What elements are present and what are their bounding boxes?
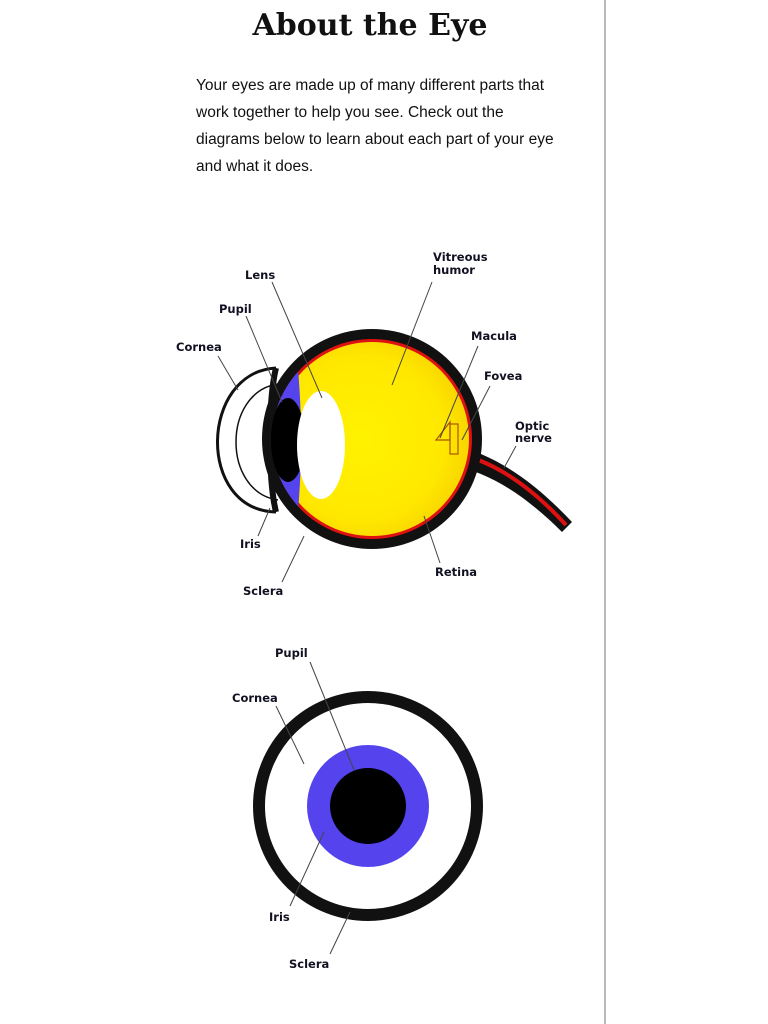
label-cornea: Cornea — [176, 340, 222, 354]
label-iris: Iris — [240, 537, 261, 551]
front-label-iris: Iris — [269, 910, 290, 924]
front-view-diagram: Pupil Cornea Iris Sclera — [232, 646, 483, 971]
leader-vitreous — [391, 281, 433, 386]
leader-retina — [423, 515, 441, 564]
front-leader-iris — [289, 831, 325, 907]
label-lens: Lens — [245, 268, 275, 282]
leader-fovea — [461, 385, 491, 441]
front-label-cornea: Cornea — [232, 691, 278, 705]
label-vitreous-1: Vitreous — [433, 250, 488, 264]
cornea-inner-line — [235, 383, 279, 501]
intro-paragraph: Your eyes are made up of many different … — [196, 77, 554, 175]
front-leader-cornea — [275, 705, 305, 765]
label-vitreous-2: humor — [433, 263, 475, 277]
label-sclera: Sclera — [243, 584, 283, 598]
leader-iris — [257, 507, 271, 537]
front-leader-pupil — [309, 661, 355, 771]
label-pupil: Pupil — [219, 302, 252, 316]
front-pupil — [330, 768, 406, 844]
label-optic-1: Optic — [515, 419, 549, 433]
label-retina: Retina — [435, 565, 477, 579]
cornea-shape — [216, 366, 277, 514]
page-edge-divider — [604, 0, 606, 1024]
pupil-shape — [271, 398, 305, 482]
leader-lens — [271, 281, 323, 399]
leader-macula — [439, 345, 479, 439]
leader-pupil — [245, 315, 283, 403]
lens-shape — [297, 391, 345, 499]
front-leader-sclera — [329, 911, 351, 955]
leader-cornea — [217, 355, 239, 391]
label-optic-2: nerve — [515, 431, 552, 445]
leader-sclera — [281, 535, 305, 583]
leader-optic — [503, 445, 517, 469]
fovea-marker — [449, 423, 459, 455]
page-title: About the Eye — [252, 8, 488, 43]
front-label-pupil: Pupil — [275, 646, 308, 660]
label-fovea: Fovea — [484, 369, 522, 383]
front-label-sclera: Sclera — [289, 957, 329, 971]
side-view-diagram: Lens Pupil Cornea Vitreous humor Macula … — [176, 250, 572, 598]
label-macula: Macula — [471, 329, 517, 343]
optic-nerve-shape — [450, 445, 572, 532]
